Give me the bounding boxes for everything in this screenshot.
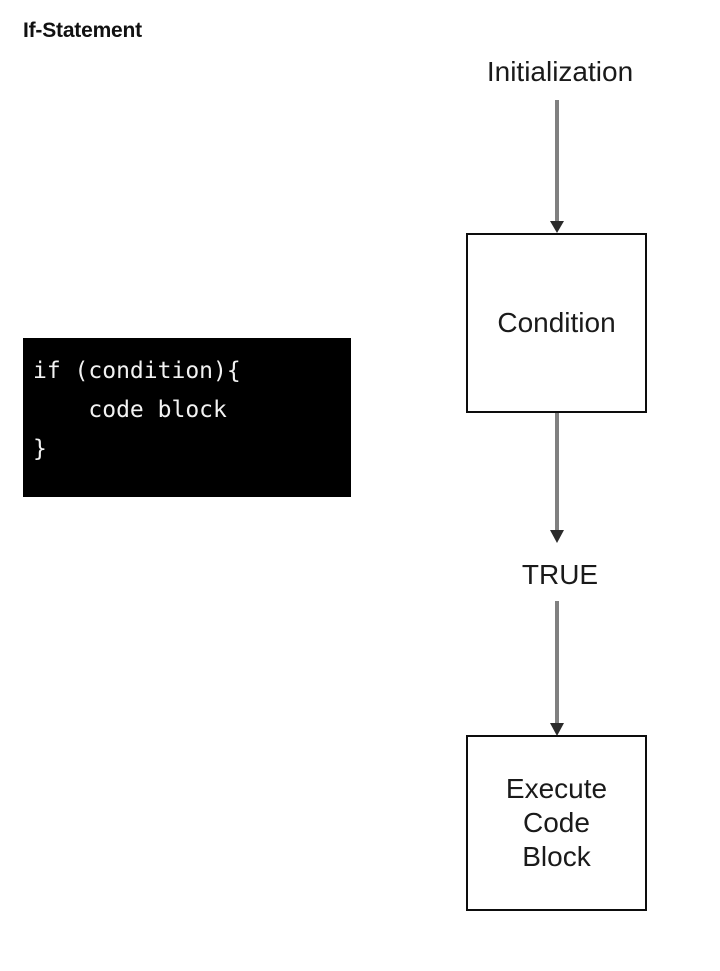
flow-label-true: TRUE bbox=[521, 559, 599, 590]
flow-node-execute-line-2: Code bbox=[523, 807, 590, 838]
flow-label-initialization: Initialization bbox=[486, 56, 634, 87]
code-block: if (condition){ code block } bbox=[23, 338, 351, 497]
arrowhead-condition-to-true bbox=[550, 530, 564, 543]
flowchart: Initialization Condition TRUE Execute Co… bbox=[400, 0, 720, 971]
flow-node-execute-line-1: Execute bbox=[505, 773, 608, 804]
flow-node-execute: Execute Code Block bbox=[466, 735, 647, 911]
code-line-1: if (condition){ bbox=[33, 358, 241, 384]
code-line-3: } bbox=[33, 436, 47, 462]
flow-node-execute-label: Execute Code Block bbox=[506, 772, 607, 874]
flow-node-execute-line-3: Block bbox=[522, 841, 591, 872]
arrowhead-init-to-condition bbox=[550, 221, 564, 233]
page-title: If-Statement bbox=[23, 19, 142, 42]
code-line-2: code block bbox=[33, 397, 227, 423]
flow-node-condition-label: Condition bbox=[497, 307, 616, 338]
flow-node-condition: Condition bbox=[466, 233, 647, 413]
